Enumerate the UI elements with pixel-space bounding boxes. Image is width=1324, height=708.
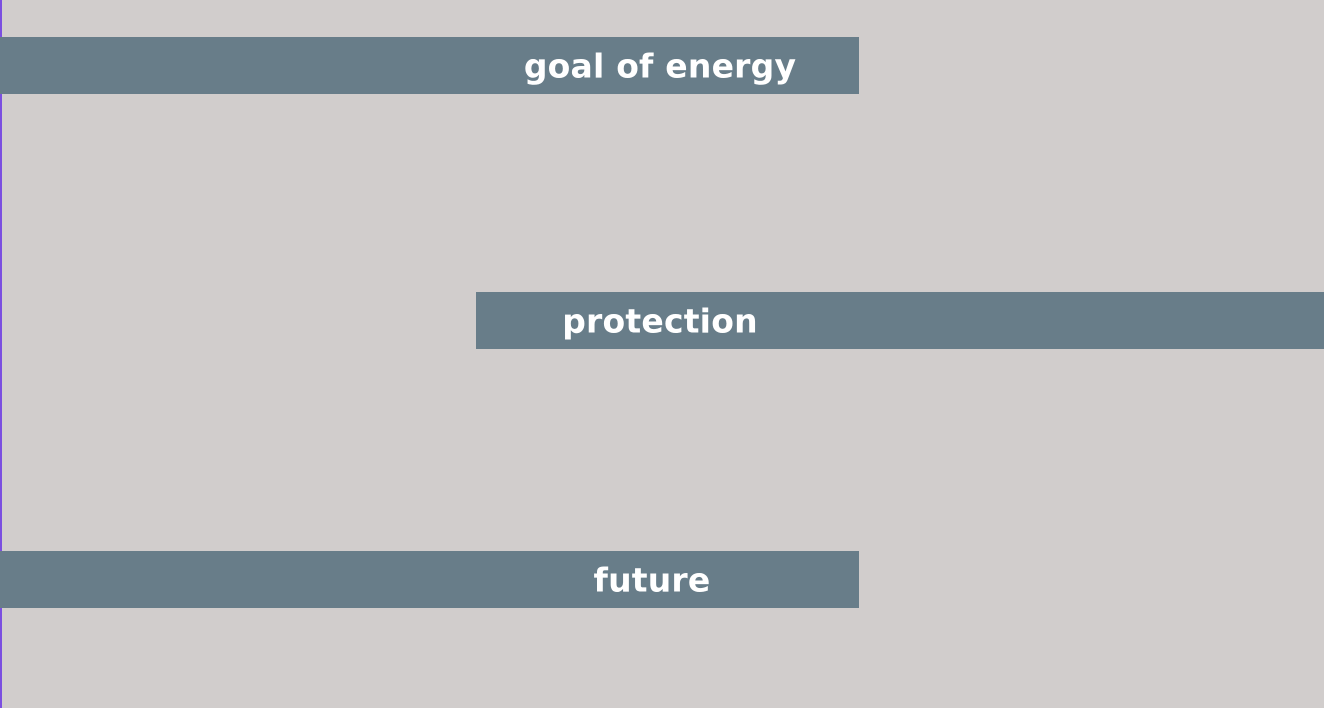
left-edge-line <box>0 0 2 708</box>
banner-goal-of-energy: goal of energy <box>0 37 859 94</box>
banner-goal-of-energy-label: goal of energy <box>523 46 797 85</box>
banner-future: future <box>0 551 859 608</box>
banner-future-label: future <box>593 560 711 599</box>
banner-protection: protection <box>476 292 1324 349</box>
banner-protection-label: protection <box>562 301 758 340</box>
